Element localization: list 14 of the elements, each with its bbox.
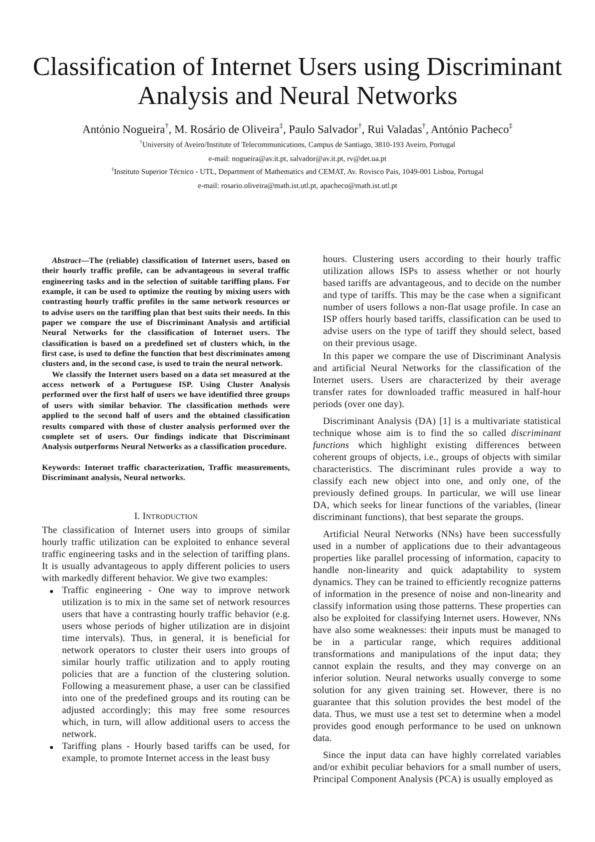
- paper-title: Classification of Internet Users using Discriminant Analysis and Neural Networks: [32, 52, 564, 110]
- bullet-item-continuation: hours. Clustering users according to their hourly traffic utilization allows ISPs to assess whether or not hourly based tariffs are advantageous, and to decide on the number and type of tariffs. This may be the case when a significant number of users follows a non-flat usage profile. In case an ISP offers hourly based tariffs, classification can be used to advise users on the type of tariff they should select, based on their previous usage.: [322, 254, 561, 350]
- abstract-paragraph: Abstract—The (reliable) classification of Internet users, based on their hourly traffic profile, can be advantageous in several traffic engineering tasks and in the selection of suitable tariffing plans. For example, it can be used to optimize the routing by mixing users with contrasting hourly traffic profiles in the same network resources or to advise users on the tariffing plan that best suits their needs. In this paper we compare the use of Discriminant Analysis and artificial Neural Networks for the classification of Internet users. The classification is based on a predefined set of clusters which, in the first case, is used to define the function that best discriminates among clusters and, in the second case, is used to train the neural network.: [42, 256, 290, 370]
- body-paragraph: The classification of Internet users into groups of similar hourly traffic utilization can be exploited to enhance several traffic engineering tasks and in the selection of tariffing plans. It is usually advantageous to apply different policies to users with markedly different behavior. We give two examples:: [42, 525, 290, 586]
- abstract-paragraph: We classify the Internet users based on a data set measured at the access network of a Portuguese ISP. Using Cluster Analysis performed over the first half of users we have identified three groups of users with similar behavior. The classification methods were applied to the second half of users and the obtained classification results compared with those of cluster analysis performed over the complete set of users. Our findings indicate that Discriminant Analysis outperforms Neural Networks as a classification procedure.: [42, 370, 290, 453]
- bullet-item: Traffic engineering - One way to improve network utilization is to mix in the same set of network resources users that have a contrasting hourly traffic behavior (e.g. users whose periods of higher utilization are in disjoint time intervals). Thus, in general, it is beneficial for network operators to cluster their users into groups of similar hourly traffic utilization and to apply routing policies that are a function of the clustering solution. Following a measurement phase, a user can be classified into one of the predefined groups and its routing can be adjusted accordingly; this may free some resources which, in turn, will allow additional users to access the network.: [62, 585, 290, 742]
- body-paragraph: Artificial Neural Networks (NNs) have been successfully used in a number of applications due to their advantageous properties like parallel processing of information, capacity to handle non-linearity and quick adaptability to system dynamics. They can be trained to efficiently recognize patterns of information in the presence of noise and non-linearity and classify information using those patterns. These properties can also be exploited for classifying Internet users. However, NNs have also some weaknesses: their inputs must be managed to be in a particular range, which requires additional transformations and manipulations of the input data; they cannot explain the results, and they may converge on an inferior solution. Neural networks usually converge to some solution for any given training set. However, there is no guarantee that this solution provides the best model of the data. Thus, we must use a test set to determine when a model provides good enough performance to be used on unknown data.: [313, 529, 561, 745]
- keywords-text: Keywords: Internet traffic characterization, Traffic measurements, Discriminant analysis, Neural networks.: [42, 462, 290, 484]
- bullet-item: Tariffing plans - Hourly based tariffs can be used, for example, to promote Internet access in the least busy: [62, 741, 290, 766]
- author-list: António Nogueira$^{†}$, M. Rosário de Oliveira$^{‡}$, Paulo Salvador$^{†}$, Rui Valadas$^{†}$, António Pacheco$^{‡}$: [82, 124, 513, 136]
- section-heading: I. Introduction: [133, 511, 199, 522]
- body-paragraph: Discriminant Analysis (DA) [1] is a multivariate statistical technique whose aim is to find the so called discriminant functions which highlight existing differences between coherent groups of objects, i.e., groups of objects with similar characteristics. The discriminant rules provide a way to classify each new object into one, and only one, of the previously defined groups. In particular, we will use linear DA, which seeks for linear functions of the variables, (linear discriminant functions), that best separate the groups.: [313, 416, 561, 524]
- body-paragraph: In this paper we compare the use of Discriminant Analysis and artificial Neural Networks for the classification of the Internet users. Users are characterized by their average transfer rates for downloaded traffic measured in half-hour periods (over one day).: [313, 351, 561, 411]
- body-paragraph: Since the input data can have highly correlated variables and/or exhibit peculiar behaviors for a small number of users, Principal Component Analysis (PCA) is usually employed as: [313, 750, 561, 786]
